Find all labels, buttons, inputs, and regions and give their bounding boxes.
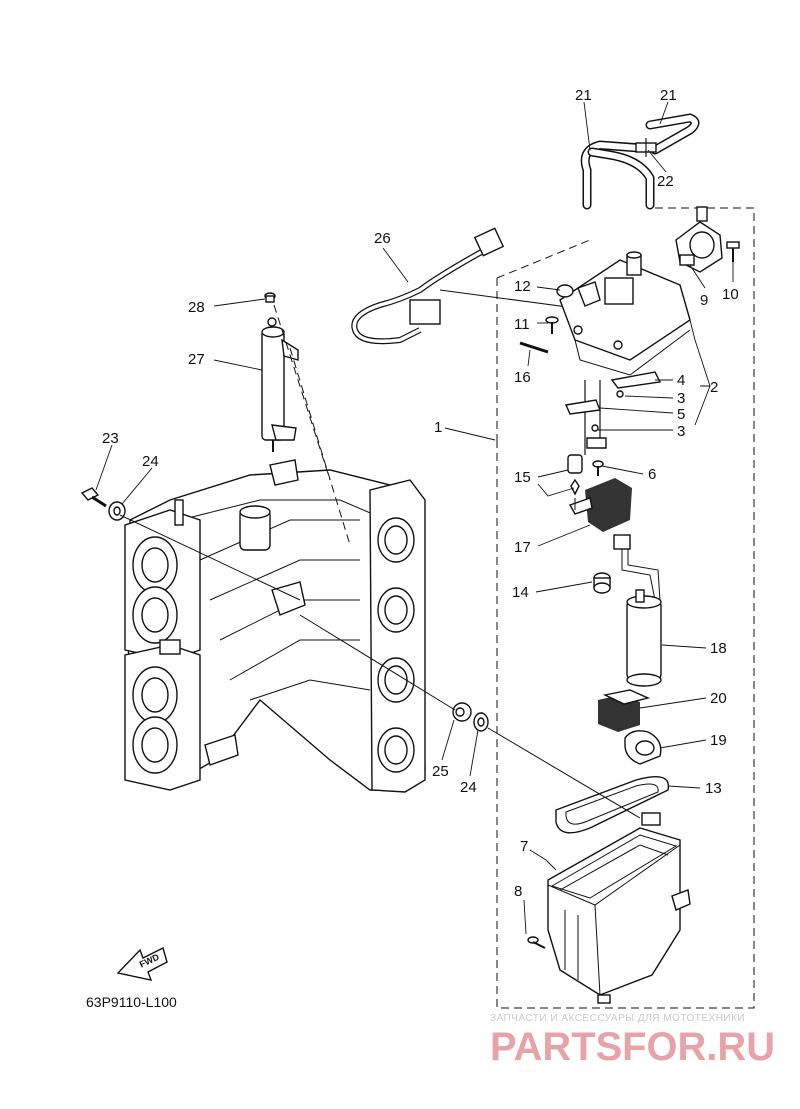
callout-15: 15 <box>514 469 531 486</box>
callout-11: 11 <box>514 316 530 333</box>
washer-24a <box>108 501 126 521</box>
callout-22: 22 <box>657 173 674 190</box>
callout-26: 26 <box>374 230 391 247</box>
callout-1: 1 <box>434 419 442 436</box>
watermark-tagline: ЗАПЧАСТИ И АКСЕССУАРЫ ДЛЯ МОТОТЕХНИКИ <box>490 1013 745 1024</box>
bolt-23 <box>80 487 107 508</box>
callout-28: 28 <box>188 299 205 316</box>
gasket-13 <box>555 776 670 834</box>
callout-4: 4 <box>677 372 685 389</box>
callout-16: 16 <box>514 369 531 386</box>
callout-7: 7 <box>520 838 528 855</box>
fuel-rail-27 <box>261 317 299 452</box>
callout-9: 9 <box>700 292 708 309</box>
callout-13: 13 <box>705 780 722 797</box>
callout-27: 27 <box>188 351 205 368</box>
screw-11 <box>545 316 559 334</box>
grommet-25 <box>452 702 472 722</box>
callout-12: 12 <box>514 278 531 295</box>
callout-23: 23 <box>102 430 119 447</box>
callout-14: 14 <box>512 584 529 601</box>
callout-25: 25 <box>432 763 449 780</box>
fuel-hose-21 <box>580 113 700 210</box>
hose-joint-22 <box>635 138 657 157</box>
watermark-logo: PARTSFOR.RU <box>490 1025 775 1069</box>
float-parts <box>564 371 662 455</box>
hose-clip-12 <box>556 281 601 307</box>
assembly-boundary <box>496 207 755 1009</box>
callout-21b: 21 <box>660 87 677 104</box>
callout-10: 10 <box>722 286 739 303</box>
callout-6: 6 <box>648 466 656 483</box>
callout-24b: 24 <box>460 779 477 796</box>
callout-18: 18 <box>710 640 727 657</box>
reference-code: 63P9110-L100 <box>86 994 177 1010</box>
connection-lines <box>119 304 641 819</box>
pressure-regulator-9 <box>675 206 723 273</box>
screw-8 <box>527 936 546 949</box>
wire-harness-26 <box>351 227 591 345</box>
callout-24a: 24 <box>142 453 159 470</box>
bracket-20 <box>598 689 651 732</box>
needle-valve-15 <box>567 454 583 496</box>
callout-2: 2 <box>710 379 718 396</box>
pin-16 <box>519 341 549 354</box>
float-chamber-7 <box>547 812 691 1004</box>
fuel-pump-18 <box>613 534 662 687</box>
screw-10 <box>726 241 740 262</box>
callout-8: 8 <box>514 883 522 900</box>
clamp-19 <box>624 730 662 765</box>
callout-3a: 3 <box>677 390 685 407</box>
washer-24b <box>473 712 489 732</box>
callout-17: 17 <box>514 539 531 556</box>
callout-3b: 3 <box>677 423 685 440</box>
intake-manifold <box>124 459 426 793</box>
fwd-arrow-icon: FWD <box>116 946 168 981</box>
screw-6 <box>592 460 604 476</box>
callout-leaders <box>95 101 734 935</box>
grommet-14 <box>593 572 611 594</box>
watermark: ЗАПЧАСТИ И АКСЕССУАРЫ ДЛЯ МОТОТЕХНИКИ PA… <box>490 1013 775 1069</box>
screw-28 <box>264 292 276 303</box>
callout-21a: 21 <box>575 87 592 104</box>
callout-20: 20 <box>710 690 727 707</box>
vapor-separator-top <box>559 251 691 376</box>
callout-labels: 21 21 22 26 28 27 12 9 10 11 16 4 2 3 5 … <box>102 87 739 900</box>
callout-5: 5 <box>677 406 685 423</box>
callout-19: 19 <box>710 732 727 749</box>
